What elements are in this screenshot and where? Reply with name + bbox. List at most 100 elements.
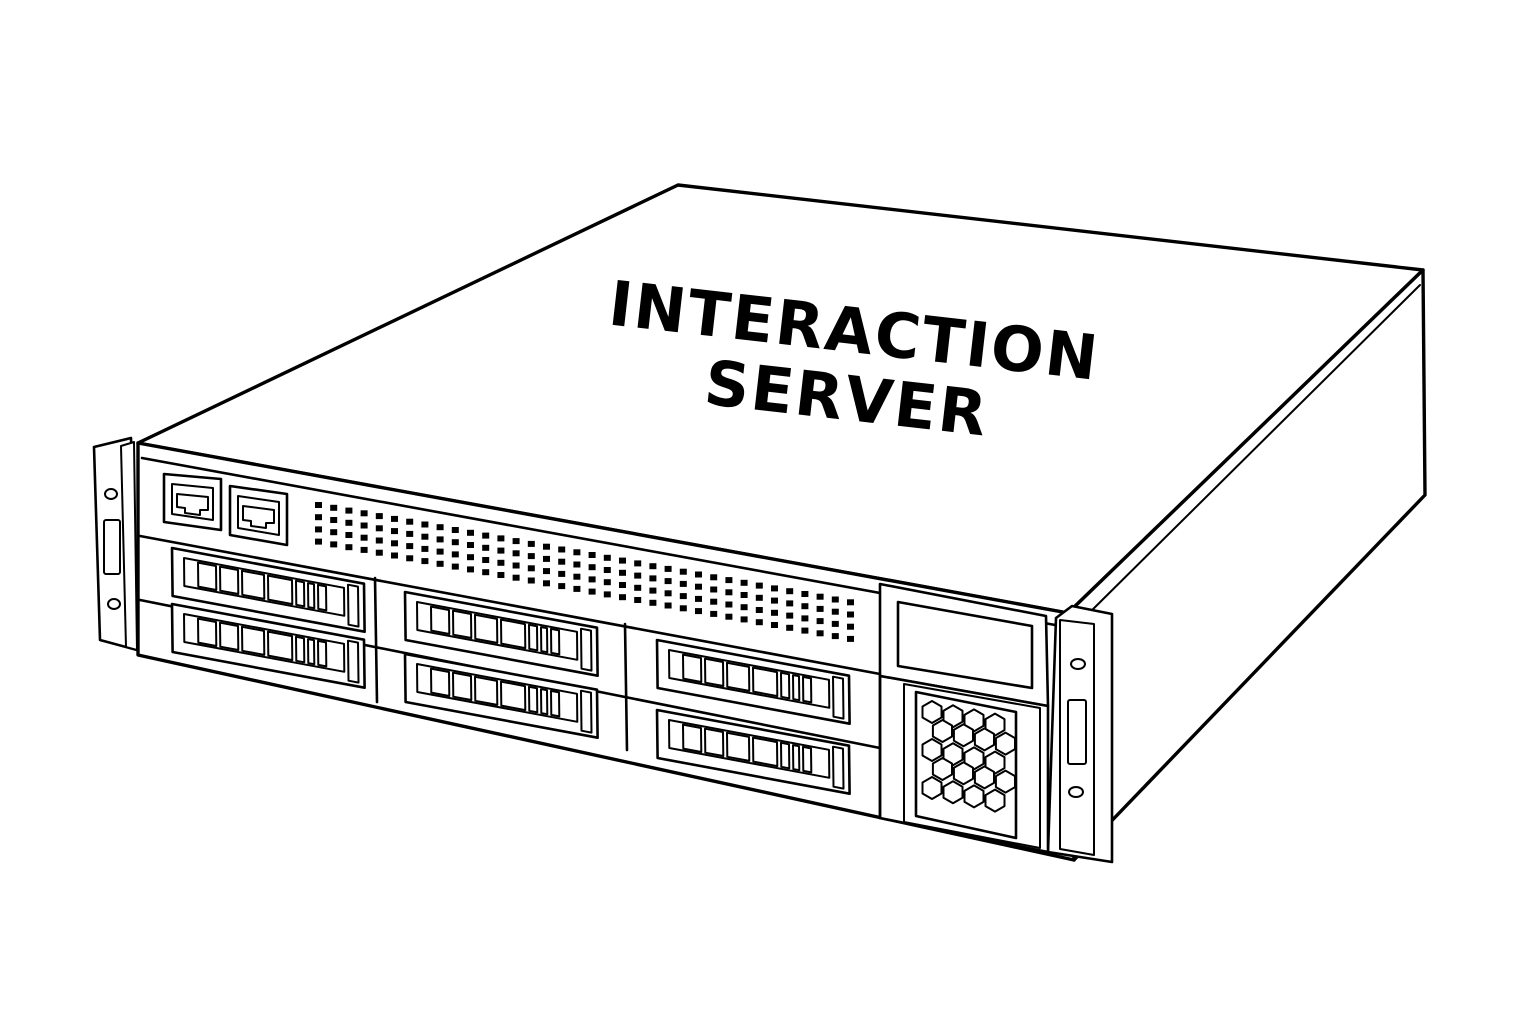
vent-hole <box>527 565 535 572</box>
vent-hole <box>315 526 322 533</box>
vent-hole <box>710 610 718 617</box>
vent-hole <box>695 583 702 590</box>
vent-hole <box>543 543 550 550</box>
vent-hole <box>497 547 505 554</box>
drive-bay[interactable] <box>655 708 851 796</box>
vent-hole <box>497 535 505 542</box>
drive-bay[interactable] <box>403 590 599 678</box>
vent-hole <box>391 552 398 559</box>
vent-hole <box>649 563 657 570</box>
vent-hole <box>801 591 809 597</box>
vent-hole <box>406 555 414 562</box>
vent-hole <box>421 521 429 528</box>
vent-hole <box>603 554 611 561</box>
vent-hole <box>391 540 398 547</box>
vent-hole <box>527 577 535 584</box>
vent-hole <box>847 623 854 630</box>
vent-hole <box>588 564 596 571</box>
vent-hole <box>436 548 444 555</box>
rj45-port-icon[interactable] <box>162 472 223 532</box>
vent-hole <box>482 544 490 551</box>
vent-hole <box>725 601 733 608</box>
vent-hole <box>512 538 520 545</box>
vent-hole <box>527 540 535 547</box>
vent-hole <box>375 525 383 532</box>
vent-hole <box>330 541 338 548</box>
vent-hole <box>391 515 398 522</box>
vent-hole <box>330 529 338 536</box>
vent-hole <box>588 552 596 558</box>
vent-hole <box>603 579 611 586</box>
vent-hole <box>375 513 383 520</box>
vent-hole <box>755 619 763 626</box>
vent-hole <box>771 585 778 592</box>
vent-hole <box>619 569 626 576</box>
vent-hole <box>558 558 566 565</box>
drive-bays <box>138 546 882 820</box>
left-rack-ear <box>92 436 139 652</box>
vent-hole <box>573 561 581 568</box>
vent-hole <box>315 502 322 508</box>
vent-hole <box>786 624 794 631</box>
vent-hole <box>406 530 414 537</box>
drive-bay[interactable] <box>170 546 366 634</box>
vent-hole <box>360 534 368 541</box>
vent-hole <box>619 582 626 588</box>
vent-hole <box>360 522 368 529</box>
vent-hole <box>482 532 490 539</box>
vent-hole <box>831 596 839 603</box>
vent-hole <box>847 635 854 642</box>
hex-vent-cell <box>952 761 974 786</box>
drive-bay[interactable] <box>403 652 599 740</box>
vent-hole <box>406 543 414 550</box>
vent-hole <box>634 560 642 567</box>
vent-hole <box>725 577 733 584</box>
vent-hole <box>375 549 383 556</box>
vent-hole <box>527 553 535 560</box>
vent-hole <box>755 582 763 589</box>
drive-bay[interactable] <box>655 638 851 726</box>
hex-vent-cell <box>921 776 943 800</box>
hex-vent-cell <box>973 727 995 752</box>
vent-hole <box>664 590 672 597</box>
vent-hole <box>649 575 657 582</box>
vent-hole <box>771 597 778 604</box>
vent-hole <box>816 630 824 637</box>
drive-bay[interactable] <box>170 602 366 690</box>
vent-hole <box>816 593 824 600</box>
vent-hole <box>558 583 566 590</box>
vent-hole <box>512 562 520 569</box>
vent-hole <box>497 572 505 578</box>
vent-hole <box>345 507 353 514</box>
vent-hole <box>634 597 642 603</box>
vent-hole <box>345 519 353 526</box>
vent-hole <box>451 527 459 533</box>
hex-vent-cell <box>973 765 995 790</box>
vent-hole <box>375 537 383 544</box>
vent-hole <box>406 518 414 525</box>
vent-hole <box>847 611 854 618</box>
hex-vent-cell <box>994 731 1016 756</box>
vent-hole <box>740 592 748 598</box>
hex-vent-cell <box>994 769 1016 794</box>
vent-hole <box>467 554 474 561</box>
vent-hole <box>451 563 459 570</box>
vent-hole <box>330 517 338 523</box>
vent-hole <box>831 620 839 627</box>
vent-hole <box>634 584 642 591</box>
vent-hole <box>512 574 520 581</box>
vent-hole <box>512 550 520 557</box>
vent-hole <box>558 570 566 577</box>
vent-hole <box>360 546 368 553</box>
vent-hole <box>482 569 490 576</box>
vent-hole <box>345 532 353 538</box>
vent-hole <box>710 598 718 605</box>
rj45-port-icon[interactable] <box>228 484 289 547</box>
vent-hole <box>436 524 444 531</box>
vent-hole <box>543 555 550 562</box>
vent-hole <box>467 529 474 536</box>
vent-hole <box>421 533 429 540</box>
vent-hole <box>482 557 490 563</box>
vent-hole <box>801 603 809 610</box>
hex-vent-cell <box>921 700 943 724</box>
